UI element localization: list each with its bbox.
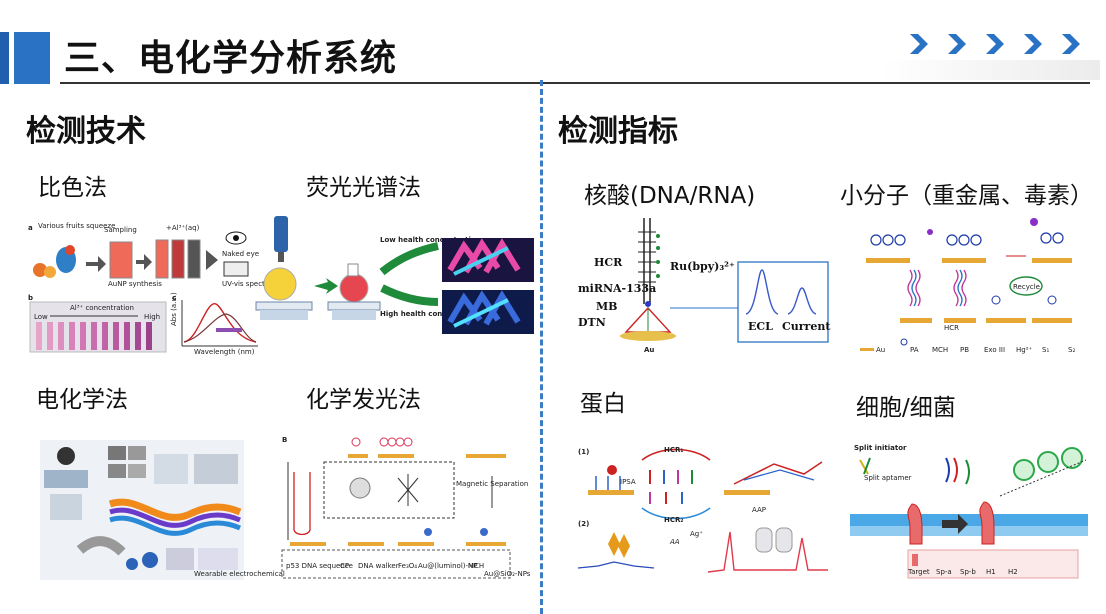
target-small-molecule-label: 小分子（重金属、毒素） bbox=[840, 183, 1093, 209]
page-title: 三、电化学分析系统 bbox=[64, 38, 398, 79]
sm-legend-0: Au bbox=[876, 346, 885, 354]
method-chemiluminescence-label: 化学发光法 bbox=[306, 387, 421, 413]
panel-c-label: c bbox=[172, 294, 176, 302]
chevron-right-icons bbox=[910, 34, 1080, 54]
protein-p1-label: (1) bbox=[578, 448, 589, 456]
colorimetric-figure: a Various fruits squeeze Sampling AuNP s… bbox=[26, 220, 292, 356]
method-colorimetric-label: 比色法 bbox=[38, 175, 107, 201]
protein-hcr1-label: HCR₁ bbox=[664, 446, 683, 454]
sm-legend-2: MCH bbox=[932, 346, 948, 354]
protein-ipsa-label: IPSA bbox=[620, 478, 636, 486]
chem-legend-2: DNA walker bbox=[358, 562, 399, 570]
method-electrochemical-label: 电化学法 bbox=[36, 387, 128, 413]
sm-legend-4: Exo III bbox=[984, 346, 1005, 354]
header-accent-bar bbox=[0, 32, 9, 84]
fluo-top-caption: Low health concentration bbox=[380, 236, 481, 244]
target-nucleic-label: 核酸(DNA/RNA) bbox=[584, 183, 756, 209]
electrochemical-figure: Wearable electrochemical bbox=[40, 440, 285, 580]
panel-a-label: a bbox=[28, 224, 33, 232]
chem-legend-0: p53 DNA sequence bbox=[286, 562, 353, 570]
concentration-caption: Al³⁺ concentration bbox=[70, 304, 134, 312]
header-underline bbox=[60, 82, 1090, 84]
nucleic-ru-label: Ru(bpy)₃²⁺ bbox=[670, 260, 735, 273]
nucleic-hcr-label: HCR bbox=[594, 256, 623, 269]
nucleic-dtn-label: DTN bbox=[578, 316, 606, 329]
section-divider bbox=[540, 80, 543, 614]
sm-legend-1: PA bbox=[910, 346, 919, 354]
nucleic-mirna-label: miRNA-133a bbox=[578, 282, 656, 295]
panel-b-label: b bbox=[28, 294, 33, 302]
protein-ag-label: Ag⁺ bbox=[690, 530, 703, 538]
small-hcr-label: HCR bbox=[944, 324, 959, 332]
left-section-title: 检测技术 bbox=[26, 114, 146, 149]
nucleic-au-label: Au bbox=[644, 346, 654, 354]
axis-x-caption: Wavelength (nm) bbox=[194, 348, 255, 356]
chem-legend-6: Au@SiO₂-NPs bbox=[484, 570, 531, 578]
ion-caption: +Al³⁺(aq) bbox=[166, 224, 200, 232]
electrochem-caption: Wearable electrochemical bbox=[194, 570, 285, 578]
cell-legend-1: Sp-a bbox=[936, 568, 952, 576]
nucleic-acid-figure: HCR Ru(bpy)₃²⁺ miRNA-133a MB DTN Au ECL … bbox=[574, 214, 832, 358]
nucleic-current-label: Current bbox=[782, 320, 831, 333]
eye-caption: Naked eye bbox=[222, 250, 259, 258]
cell-split-aptamer-label: Split aptamer bbox=[864, 474, 912, 482]
header-accent-block bbox=[14, 32, 50, 84]
right-section-title: 检测指标 bbox=[558, 114, 678, 149]
sm-legend-3: PB bbox=[960, 346, 969, 354]
protein-figure: (1) IPSA HCR₁ HCR₂ AAP (2) AA Ag⁺ bbox=[574, 440, 830, 576]
chem-legend-4: Au@(luminol)-NP bbox=[418, 562, 477, 570]
small-molecule-figure: HCR Recycle Au PA MCH PB Exo III Hg²⁺ S₁… bbox=[856, 216, 1086, 362]
fruits-caption: Various fruits squeeze bbox=[38, 222, 115, 230]
sm-legend-5: Hg²⁺ bbox=[1016, 346, 1033, 354]
protein-aap-label: AAP bbox=[752, 506, 766, 514]
cell-legend-4: H2 bbox=[1008, 568, 1018, 576]
cell-split-initiator-label: Split initiator bbox=[854, 444, 907, 452]
chem-legend-3: Fe₃O₄ bbox=[398, 562, 417, 570]
sampling-caption: Sampling bbox=[104, 226, 137, 234]
method-fluorescence-label: 荧光光谱法 bbox=[306, 175, 421, 201]
nucleic-mb-label: MB bbox=[596, 300, 617, 313]
header-shade bbox=[880, 60, 1100, 80]
fluorescence-figure: Low health concentration High health con… bbox=[252, 212, 538, 334]
cell-legend-0: Target bbox=[907, 568, 930, 576]
cell-figure: Split initiator Split aptamer Target Sp-… bbox=[850, 440, 1088, 580]
aunp-caption: AuNP synthesis bbox=[108, 280, 162, 288]
cell-legend-2: Sp-b bbox=[960, 568, 976, 576]
sm-legend-6: S₁ bbox=[1042, 346, 1049, 354]
target-cell-label: 细胞/细菌 bbox=[856, 395, 956, 421]
protein-hcr2-label: HCR₂ bbox=[664, 516, 683, 524]
target-protein-label: 蛋白 bbox=[580, 391, 626, 417]
panel-b-chem-label: B bbox=[282, 436, 287, 444]
fluo-bottom-caption: High health concentration bbox=[380, 310, 483, 318]
protein-p2-label: (2) bbox=[578, 520, 589, 528]
recycle-label: Recycle bbox=[1013, 283, 1040, 291]
uv-caption: UV-vis spectroscopy bbox=[222, 280, 292, 288]
sm-legend-7: S₂ bbox=[1068, 346, 1075, 354]
chem-legend-5: MCH bbox=[468, 562, 484, 570]
chem-legend-1: CP bbox=[340, 562, 349, 570]
high-caption: High bbox=[144, 313, 160, 321]
nucleic-ecl-label: ECL bbox=[748, 320, 773, 333]
low-caption: Low bbox=[34, 313, 48, 321]
axis-y-caption: Abs (a.u.) bbox=[170, 292, 178, 326]
protein-aa-label: AA bbox=[669, 538, 680, 546]
cell-legend-3: H1 bbox=[986, 568, 996, 576]
chemiluminescence-figure: B Magnetic Separation p53 DNA sequence C… bbox=[278, 432, 531, 580]
